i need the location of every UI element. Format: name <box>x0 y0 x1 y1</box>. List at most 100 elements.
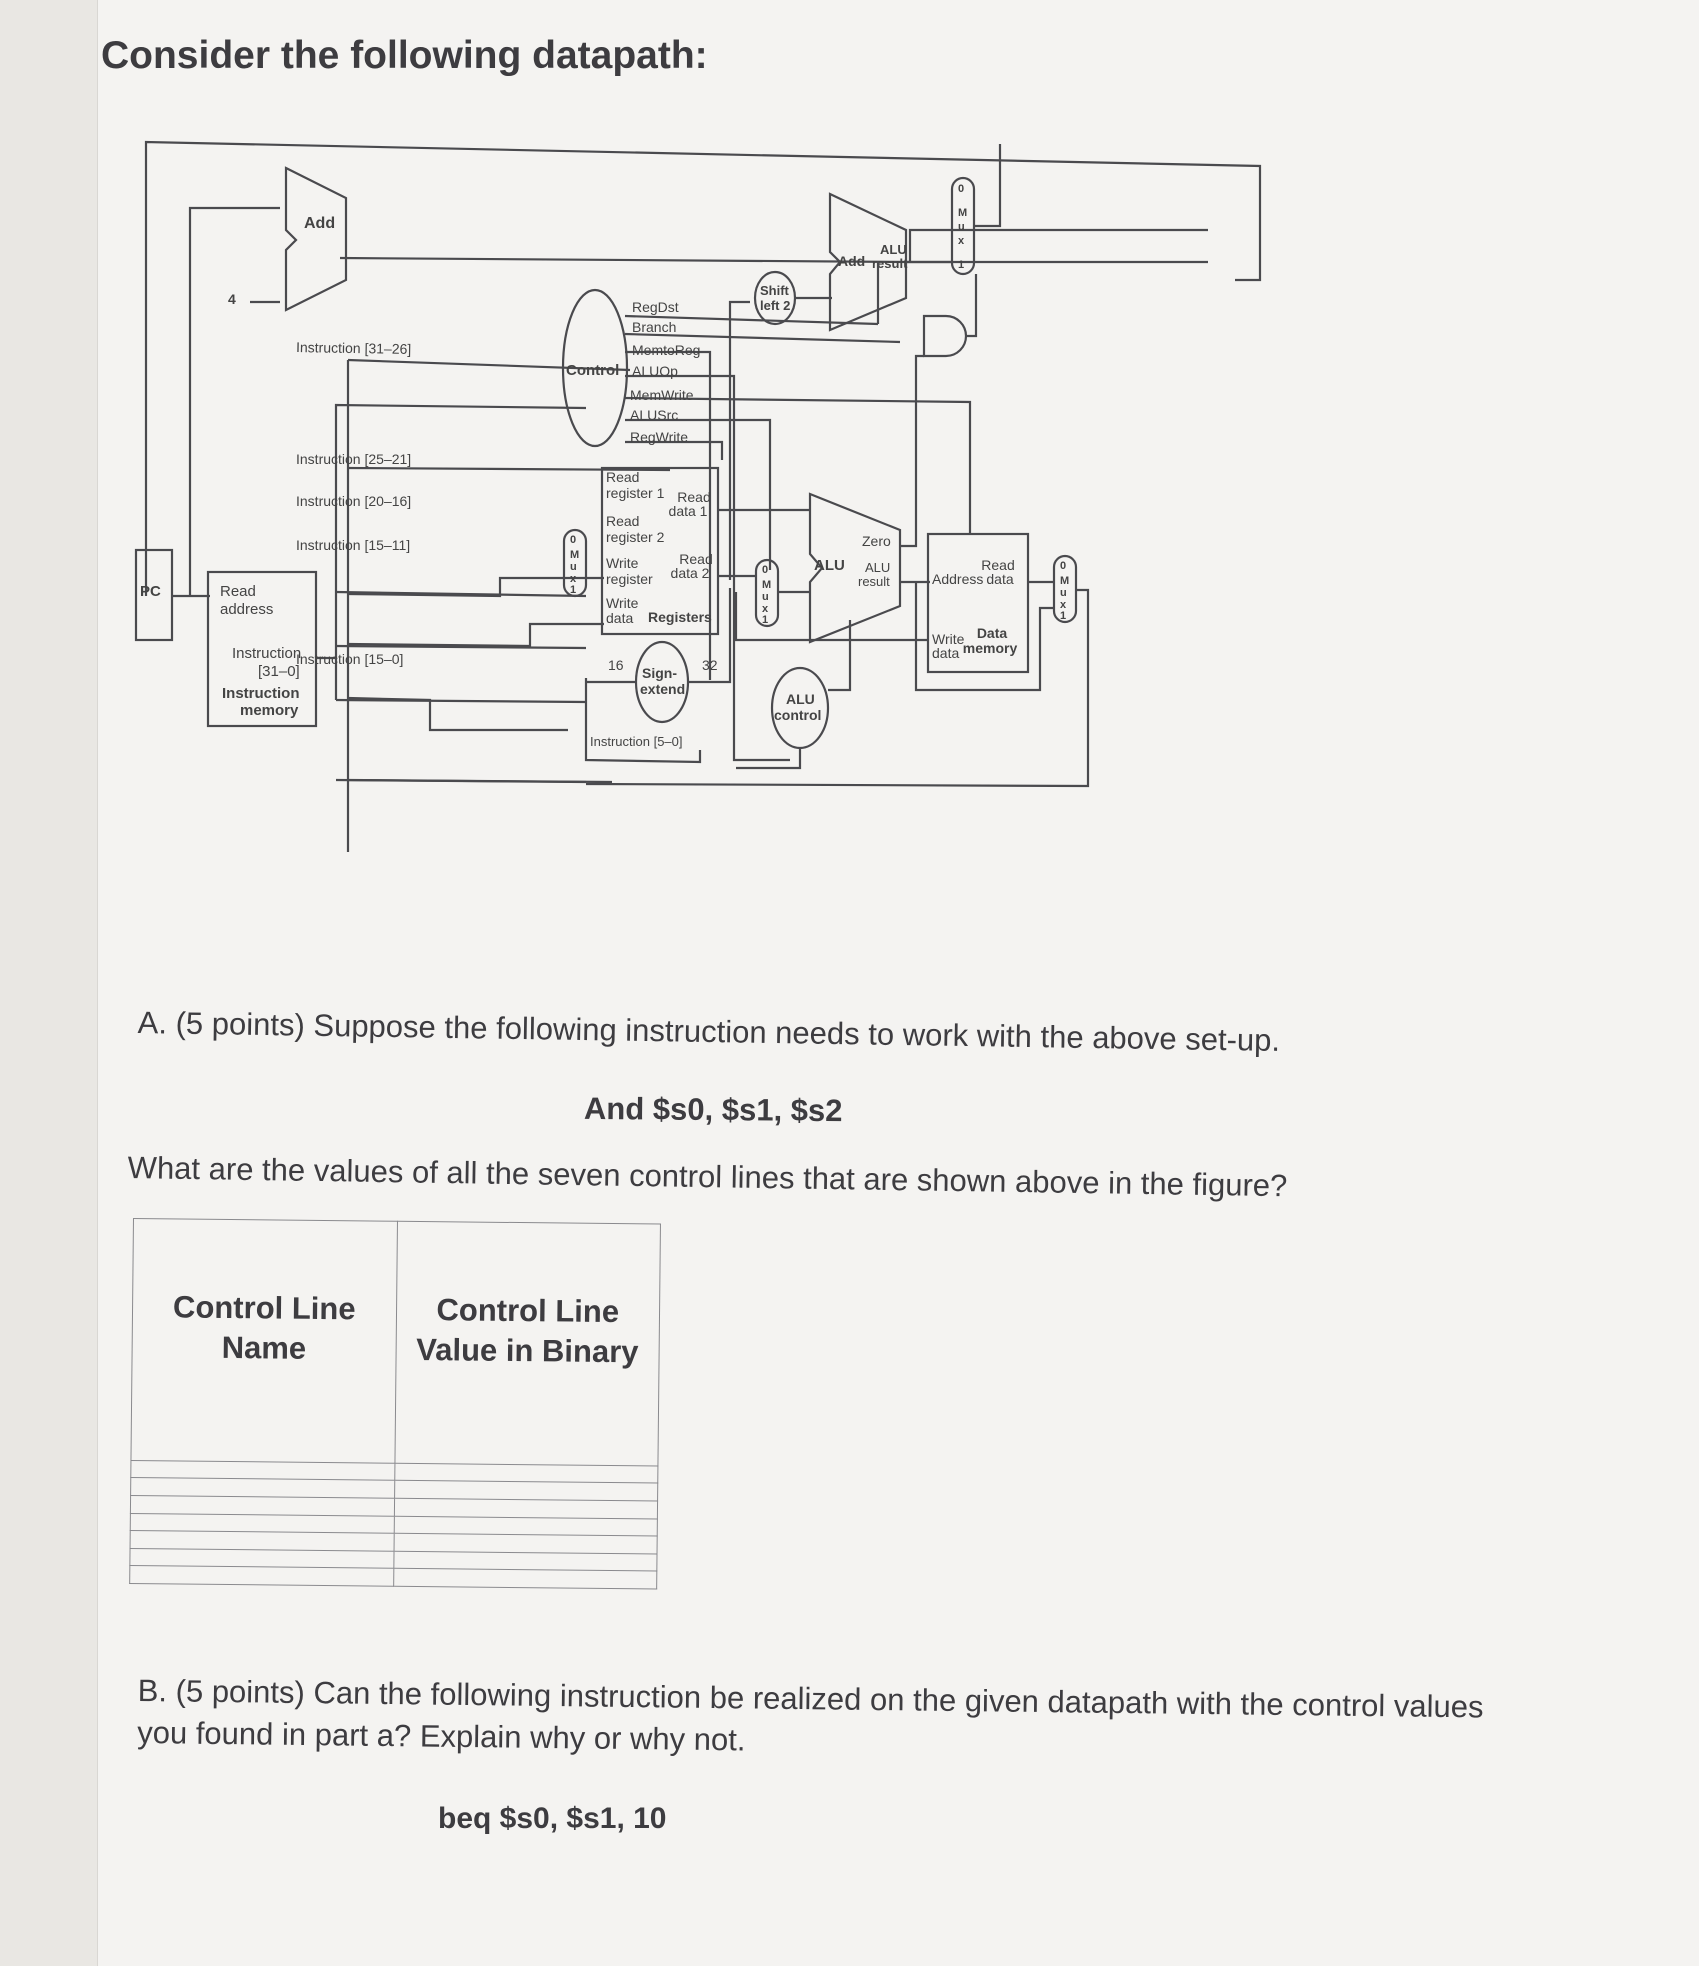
alu-result-label-2: result <box>858 574 890 589</box>
wire-funct <box>584 678 702 764</box>
mux1-0: 0 <box>570 534 576 546</box>
bits-32-label: 32 <box>702 657 718 673</box>
wire-mux-pc <box>974 144 1002 228</box>
alu-control-label-2: control <box>774 707 821 723</box>
branch-adder <box>828 192 908 332</box>
mux4-1: 1 <box>1060 610 1066 622</box>
add-top-label: Add <box>304 215 335 232</box>
wire-branch <box>624 332 901 344</box>
mux3-x: x <box>958 235 965 247</box>
alu-result-label-1: ALU <box>865 560 890 575</box>
wire-aluctl-alu <box>828 620 852 692</box>
wire-imm <box>347 778 613 784</box>
main-alu <box>808 492 902 644</box>
name-cell[interactable] <box>129 1565 394 1587</box>
wire-top-loop <box>144 140 1262 596</box>
mux4-x: x <box>1060 599 1067 611</box>
imem-name-label-1: Instruction <box>222 685 300 702</box>
wire-instr-31-26 <box>347 358 631 372</box>
regwrite-label: RegWrite <box>630 429 688 445</box>
mux1-m: M <box>570 549 579 561</box>
control-unit <box>561 288 629 448</box>
pc-adder <box>284 166 348 312</box>
mux4-0: 0 <box>1060 560 1066 572</box>
wire-regdst <box>624 314 879 326</box>
question-b: B. (5 points) Can the following instruct… <box>137 1672 1484 1758</box>
wire-sext-out <box>688 588 732 684</box>
col-header-name: Control Line Name <box>130 1218 397 1464</box>
wire-regwrite <box>625 440 724 460</box>
imem-instruction-label: Instruction <box>232 645 301 662</box>
wire-alusrc <box>625 418 772 570</box>
control-line-table: Control Line Name Control Line Value in … <box>129 1218 661 1590</box>
wire-rs <box>347 576 604 598</box>
imem-read-label: Read <box>220 583 256 600</box>
memwrite-label: MemWrite <box>630 387 694 403</box>
wire-add-out <box>339 256 1208 264</box>
wire-bus-b <box>335 644 587 650</box>
instr-15-11-label: Instruction [15–11] <box>296 537 410 553</box>
mux1-x: x <box>570 573 577 585</box>
mux2-m: M <box>762 579 771 591</box>
svg-text:ALU result: ALU result <box>872 242 910 271</box>
wire-alu-bypass <box>914 582 1054 692</box>
wire-bus-a <box>335 590 587 598</box>
datapath-figure: PC Add 4 Read address Instruction [31–0]… <box>110 130 1360 990</box>
svg-text:ALU result: ALU result <box>858 560 894 589</box>
mux2-x: x <box>762 603 769 615</box>
wire-op-ctrl <box>347 466 671 472</box>
wire-shift-in <box>728 300 750 580</box>
pc-label: PC <box>140 583 161 600</box>
instruction-memory <box>206 570 318 728</box>
wire-write-data <box>734 592 928 642</box>
mux3-1: 1 <box>958 259 964 271</box>
imem-address-label: address <box>220 601 273 618</box>
shift-label-1: Shift <box>760 283 790 298</box>
page-heading: Consider the following datapath: <box>101 34 708 77</box>
mux3-m: M <box>958 207 967 219</box>
regdst-label: RegDst <box>632 299 679 315</box>
imem-range-label: [31–0] <box>258 663 300 680</box>
sign-extend-label-1: Sign- <box>642 665 677 681</box>
register-file <box>600 466 720 636</box>
data-memory <box>926 532 1030 674</box>
sign-extend-label-2: extend <box>640 681 685 697</box>
alu-result-top-1: ALU <box>880 242 907 257</box>
imem-name-label-2: memory <box>240 702 299 719</box>
wire-bus-c <box>335 698 587 704</box>
wire-rd <box>347 696 568 732</box>
wire-pc-add <box>188 206 280 596</box>
add-branch-label: Add <box>838 253 865 269</box>
beq-instruction: beq $s0, $s1, 10 <box>438 1802 667 1835</box>
svg-text:Instruction memory: Instruction memory <box>222 685 304 719</box>
wire-rt <box>347 622 604 648</box>
svg-text:Read address: Read address <box>220 583 273 618</box>
mux4-u: u <box>1060 587 1067 599</box>
alu-control-label-1: ALU <box>786 691 815 707</box>
instr-20-16-label: Instruction [20–16] <box>296 493 411 509</box>
mux3-0: 0 <box>958 183 964 195</box>
registers-name-label: Registers <box>648 609 712 625</box>
col-header-value: Control Line Value in Binary <box>394 1221 661 1466</box>
shift-label-2: left 2 <box>760 298 790 313</box>
mux4-m: M <box>1060 575 1069 587</box>
value-cell[interactable] <box>393 1568 657 1590</box>
alu-label: ALU <box>814 557 845 574</box>
wire-aluop <box>625 374 790 762</box>
regdst-mux <box>562 528 588 598</box>
wire-and-mux <box>966 274 978 338</box>
dmem-address-label: Address <box>932 571 983 587</box>
mux3-u: u <box>958 221 965 233</box>
four-label: 4 <box>228 291 236 307</box>
mux2-0: 0 <box>762 564 768 576</box>
instr-25-21-label: Instruction [25–21] <box>296 451 411 467</box>
wire-writeback <box>585 588 1090 788</box>
and-gate <box>922 314 968 358</box>
